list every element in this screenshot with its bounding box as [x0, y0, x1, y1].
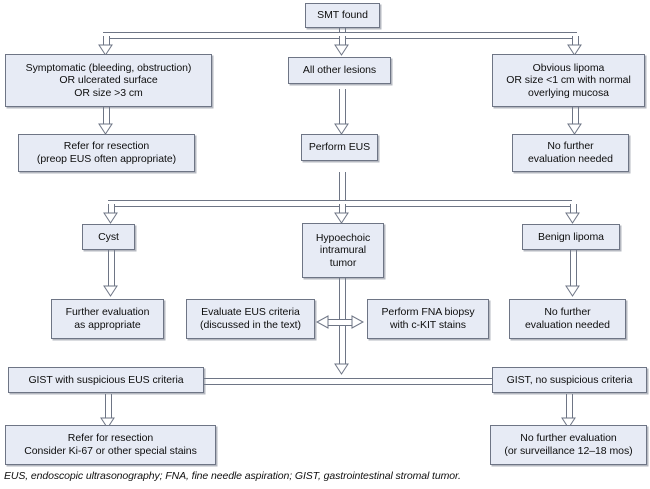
node-further-evaluation-label: Further evaluation as appropriate: [65, 306, 150, 331]
arrowhead-no-further-eval-2: [565, 285, 580, 297]
node-smt-found[interactable]: SMT found: [305, 3, 380, 28]
node-symptomatic[interactable]: Symptomatic (bleeding, obstruction) OR u…: [5, 54, 212, 107]
node-smt-found-label: SMT found: [317, 9, 368, 22]
arrowhead-to-lipoma: [567, 44, 582, 56]
node-hypoechoic-tumor-label: Hypoechoic intramural tumor: [315, 231, 371, 269]
arrowhead-further-eval: [103, 285, 118, 297]
arrowhead-to-gist-bus: [334, 363, 349, 375]
node-obvious-lipoma[interactable]: Obvious lipoma OR size <1 cm with normal…: [492, 54, 645, 107]
node-further-evaluation[interactable]: Further evaluation as appropriate: [51, 299, 164, 339]
node-symptomatic-label: Symptomatic (bleeding, obstruction) OR u…: [25, 61, 192, 99]
node-refer-resection-2-label: Refer for resection Consider Ki-67 or ot…: [24, 432, 197, 457]
connector-lipoma-to-nofurther: [572, 107, 579, 127]
node-gist-suspicious-label: GIST with suspicious EUS criteria: [28, 373, 184, 386]
node-benign-lipoma[interactable]: Benign lipoma: [522, 224, 620, 250]
figure-caption: EUS, endoscopic ultrasonography; FNA, fi…: [4, 470, 461, 482]
arrowhead-no-further-eval-3: [561, 417, 576, 429]
node-perform-eus[interactable]: Perform EUS: [301, 134, 378, 161]
connector-to-benign-lipoma: [570, 204, 577, 215]
node-no-further-eval-3-label: No further evaluation (or surveillance 1…: [504, 432, 633, 457]
arrowhead-fna-right: [351, 315, 364, 329]
connector-patch-b: [340, 201, 343, 204]
node-gist-no-suspicious-label: GIST, no suspicious criteria: [506, 373, 633, 386]
node-all-other-lesions-label: All other lesions: [302, 64, 377, 77]
node-no-further-eval-2[interactable]: No further evaluation needed: [509, 299, 626, 339]
node-benign-lipoma-label: Benign lipoma: [538, 230, 604, 243]
arrowhead-no-further-eval-1: [567, 123, 582, 135]
node-all-other-lesions[interactable]: All other lesions: [288, 57, 391, 84]
arrowhead-perform-eus: [334, 123, 349, 135]
arrowhead-cyst: [103, 212, 118, 224]
node-perform-fna-biopsy[interactable]: Perform FNA biopsy with c-KIT stains: [367, 299, 489, 339]
arrowhead-to-all-other: [334, 44, 349, 56]
connector-benign-to-nofurther: [570, 250, 577, 288]
node-no-further-eval-1[interactable]: No further evaluation needed: [512, 134, 629, 172]
connector-root-stub: [339, 27, 346, 34]
connector-gist-link: [200, 378, 496, 385]
arrowhead-refer-resection-1: [98, 123, 113, 135]
node-no-further-eval-3[interactable]: No further evaluation (or surveillance 1…: [490, 425, 647, 465]
node-obvious-lipoma-label: Obvious lipoma OR size <1 cm with normal…: [506, 61, 631, 99]
arrowhead-refer-resection-2: [100, 417, 115, 429]
node-perform-fna-biopsy-label: Perform FNA biopsy with c-KIT stains: [381, 306, 475, 331]
connector-to-symptomatic: [103, 36, 110, 47]
connector-eus-stub-down: [339, 172, 346, 204]
node-gist-suspicious[interactable]: GIST with suspicious EUS criteria: [8, 367, 204, 393]
connector-cyst-to-further-eval: [108, 250, 115, 288]
connector-gist-susp-down: [105, 394, 112, 422]
node-cyst-label: Cyst: [98, 230, 119, 243]
connector-to-lipoma: [572, 36, 579, 47]
connector-symptomatic-to-refer: [103, 107, 110, 127]
connector-patch-cross-v: [340, 320, 343, 323]
connector-to-hypoechoic: [339, 204, 346, 215]
node-no-further-eval-1-label: No further evaluation needed: [528, 140, 613, 165]
node-evaluate-eus-criteria-label: Evaluate EUS criteria (discussed in the …: [200, 306, 301, 331]
node-refer-resection-1-label: Refer for resection (preop EUS often app…: [36, 140, 177, 165]
node-gist-no-suspicious[interactable]: GIST, no suspicious criteria: [492, 367, 647, 393]
connector-gist-nosusp-down: [566, 394, 573, 422]
connector-patch-a: [340, 33, 343, 36]
arrowhead-benign-lipoma: [565, 212, 580, 224]
node-cyst[interactable]: Cyst: [82, 224, 135, 250]
node-perform-eus-label: Perform EUS: [308, 141, 371, 154]
node-no-further-eval-2-label: No further evaluation needed: [525, 306, 610, 331]
node-refer-resection-2[interactable]: Refer for resection Consider Ki-67 or ot…: [5, 425, 216, 465]
connector-to-cyst: [108, 204, 115, 215]
node-evaluate-eus-criteria[interactable]: Evaluate EUS criteria (discussed in the …: [186, 299, 315, 339]
arrowhead-eus-criteria-left: [316, 315, 329, 329]
arrowhead-to-symptomatic: [98, 44, 113, 56]
node-refer-resection-1[interactable]: Refer for resection (preop EUS often app…: [18, 134, 195, 172]
connector-all-other-to-eus: [339, 89, 346, 127]
node-hypoechoic-tumor[interactable]: Hypoechoic intramural tumor: [302, 223, 384, 278]
connector-to-all-other: [339, 36, 346, 47]
arrowhead-hypoechoic: [334, 212, 349, 224]
